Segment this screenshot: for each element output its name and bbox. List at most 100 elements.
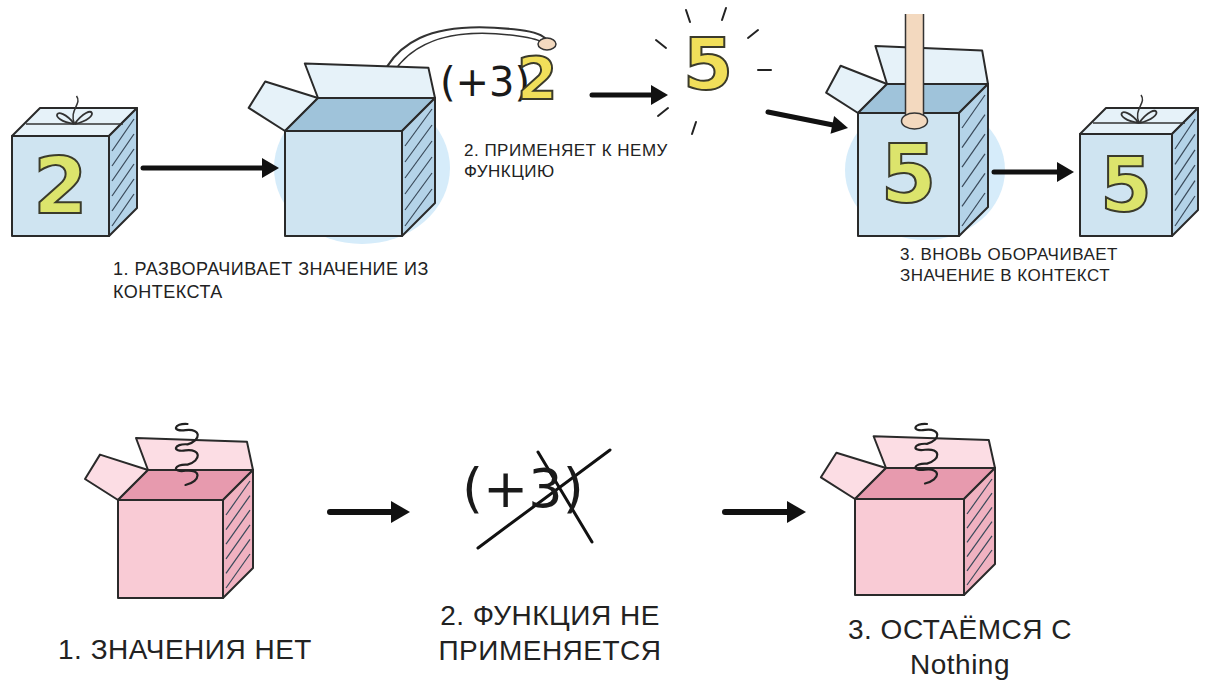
- box-flap: [875, 46, 988, 84]
- hatch-line: [112, 149, 134, 181]
- ribbon-curl: [1137, 95, 1142, 123]
- hatch-line: [962, 173, 985, 206]
- box-node: 2: [12, 100, 137, 236]
- box-value: 2: [12, 136, 109, 236]
- spring: [915, 424, 937, 484]
- spring: [176, 424, 198, 485]
- box-front: [855, 499, 964, 595]
- hand: [538, 38, 556, 50]
- sparkle-ray: [656, 40, 666, 48]
- ribbon-bow: [57, 113, 74, 124]
- step-caption: 1. РАЗВОРАЧИВАЕТ ЗНАЧЕНИЕ ИЗ КОНТЕКСТА: [113, 258, 433, 303]
- arrow-line: [768, 112, 833, 125]
- arrow-connector: [143, 166, 264, 171]
- value-label: 5: [683, 28, 733, 100]
- box-side: [402, 98, 435, 236]
- ribbon-curl: [73, 96, 78, 124]
- hatch-line: [962, 193, 985, 226]
- box-node: 1. РАЗВОРАЧИВАЕТ ЗНАЧЕНИЕ ИЗ КОНТЕКСТА: [285, 58, 435, 236]
- box-illustration: [855, 420, 995, 595]
- box-side: [1172, 108, 1198, 236]
- sparkle-ray: [758, 69, 771, 71]
- hatch-line: [962, 134, 985, 167]
- sparkle-ray: [748, 30, 758, 38]
- hatch-line: [967, 507, 992, 542]
- hand: [902, 113, 928, 129]
- hatch-line: [962, 95, 985, 128]
- hatch-line: [112, 164, 134, 196]
- box-node: 5: [1080, 108, 1198, 236]
- box-front: [12, 136, 109, 236]
- hatch-line: [226, 539, 250, 573]
- step-caption: 2. ПРИМЕНЯЕТ К НЕМУ ФУНКЦИЮ: [464, 140, 674, 183]
- arrow-connector: [994, 170, 1059, 175]
- box-flap: [136, 438, 253, 470]
- box-side: [964, 468, 995, 595]
- hatch-line: [967, 479, 992, 514]
- sparkle-ray: [658, 108, 668, 116]
- box-illustration: [118, 420, 253, 598]
- step-caption: 2. ФУНКЦИЯ НЕ ПРИМЕНЯЕТСЯ: [405, 598, 695, 668]
- box-front: [858, 113, 959, 236]
- arrow-head: [391, 501, 410, 523]
- hatch-line: [1175, 134, 1195, 164]
- hatch-line: [112, 194, 134, 226]
- hatch-line: [967, 550, 992, 585]
- hatch-line: [405, 189, 432, 226]
- arrow-head: [651, 85, 668, 105]
- hatch-line: [226, 554, 250, 588]
- arrow-head: [831, 116, 849, 134]
- hatch-line: [405, 173, 432, 210]
- box-side: [223, 470, 253, 598]
- hatch-line: [1175, 165, 1195, 195]
- ribbon-bow: [1122, 112, 1139, 123]
- step-caption: 3. ВНОВЬ ОБОРАЧИВАЕТ ЗНАЧЕНИЕ В КОНТЕКСТ: [900, 244, 1196, 287]
- watercolor-wash: [274, 92, 450, 244]
- sparkle: [656, 8, 771, 134]
- hatch-line: [226, 496, 250, 530]
- hatch-line: [405, 109, 432, 146]
- hatch-line: [405, 125, 432, 162]
- ribbon-bow: [75, 112, 92, 124]
- value-label: 2: [517, 50, 557, 108]
- function-label: (+3): [462, 462, 584, 516]
- hatch-line: [967, 536, 992, 571]
- hatch-line: [226, 481, 250, 515]
- arrow-line: [725, 509, 788, 515]
- box-node: 53. ВНОВЬ ОБОРАЧИВАЕТ ЗНАЧЕНИЕ В КОНТЕКС…: [858, 14, 988, 236]
- hatch-line: [405, 141, 432, 178]
- hatch-line: [1175, 150, 1195, 180]
- sparkle-ray: [692, 122, 696, 134]
- box-side: [959, 84, 988, 236]
- step-caption: 1. ЗНАЧЕНИЯ НЕТ: [10, 632, 360, 667]
- step-caption: 3. ОСТАЁМСЯ С Nothing: [825, 612, 1095, 682]
- hatch-line: [226, 525, 250, 559]
- hatch-line: [226, 510, 250, 544]
- box-front: [285, 131, 402, 236]
- hatch-line: [967, 493, 992, 528]
- hatch-line: [967, 522, 992, 557]
- hatch-line: [962, 115, 985, 148]
- hatch-line: [1175, 181, 1195, 211]
- box-node: 3. ОСТАЁМСЯ С Nothing: [855, 420, 995, 595]
- box-flap: [305, 64, 435, 99]
- hatch-line: [405, 157, 432, 194]
- ribbon-bow: [1139, 111, 1156, 123]
- hatch-line: [112, 134, 134, 166]
- arm: [906, 14, 924, 119]
- sparkle-ray: [686, 10, 690, 22]
- sparkle-ray: [722, 8, 726, 20]
- hatch-line: [1175, 196, 1195, 226]
- box-side: [109, 108, 137, 236]
- box-node: 1. ЗНАЧЕНИЯ НЕТ: [118, 420, 253, 598]
- hatch-line: [112, 179, 134, 211]
- function-label: (+3): [440, 62, 530, 102]
- box-value: 5: [1080, 134, 1172, 236]
- hatch-line: [962, 154, 985, 187]
- arrow-line: [330, 509, 393, 515]
- box-illustration: [285, 58, 435, 236]
- box-front: [118, 500, 223, 598]
- arrow-line: [592, 93, 653, 98]
- arrow-head: [787, 501, 806, 523]
